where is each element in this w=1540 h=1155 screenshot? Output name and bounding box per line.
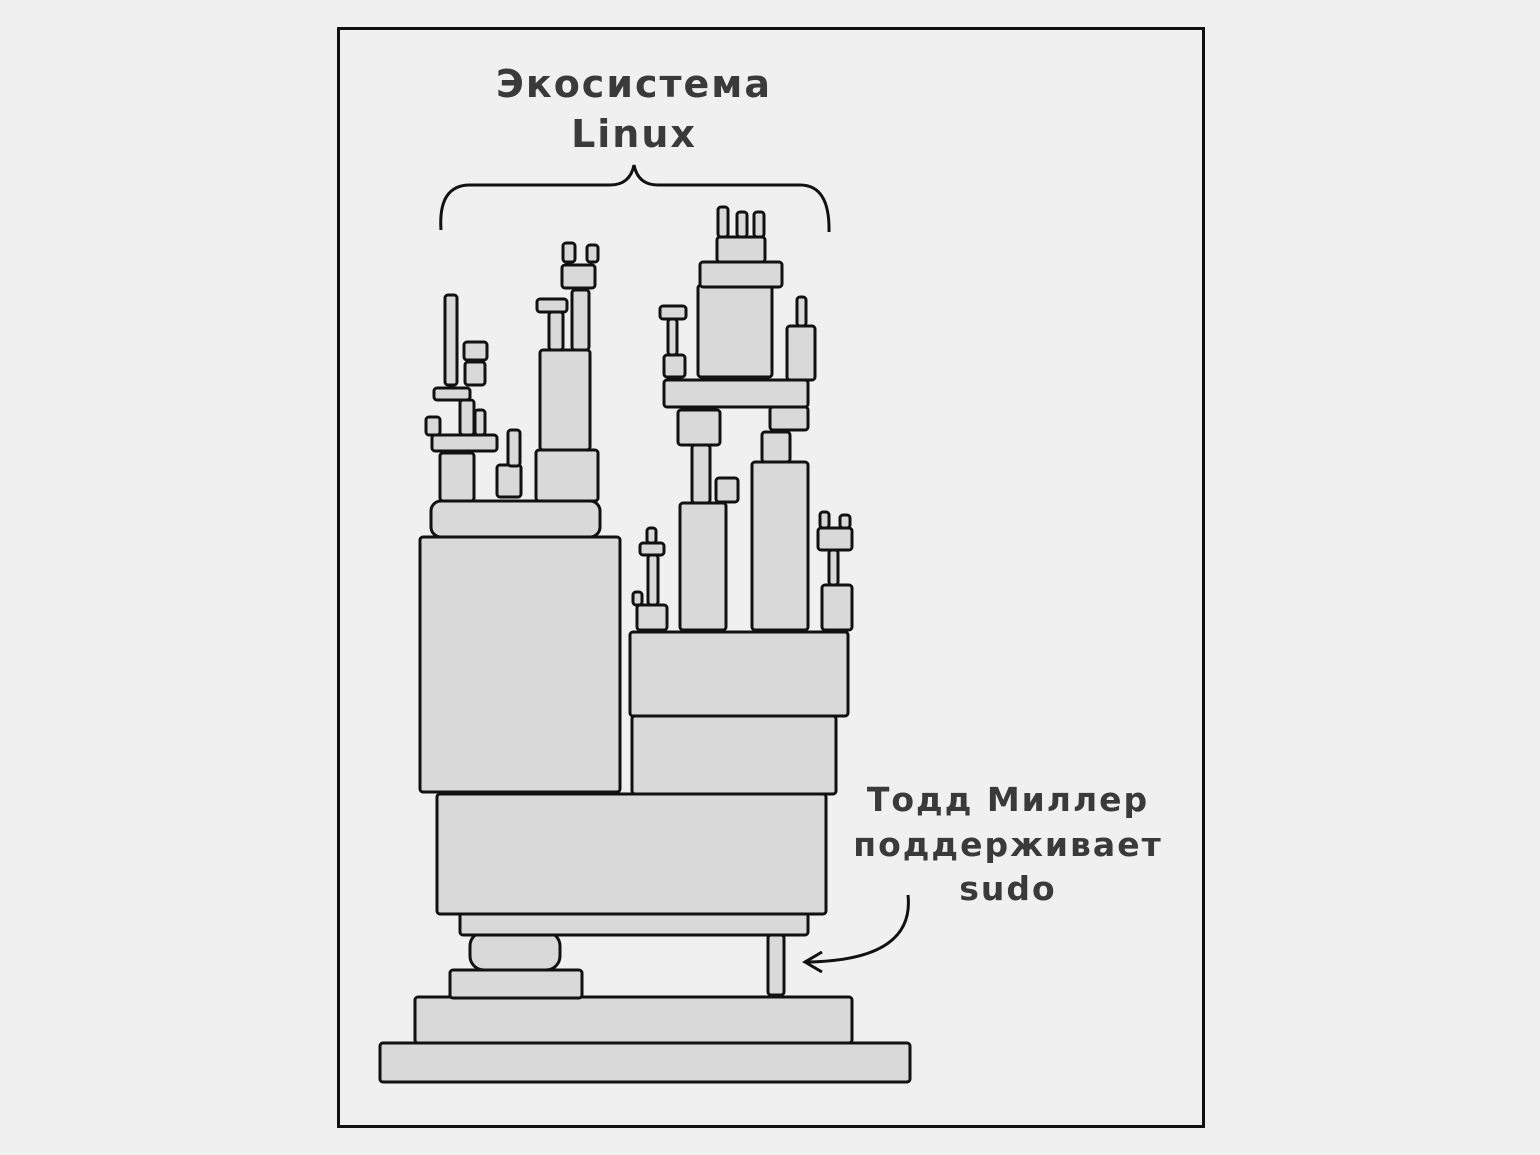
dependency-block xyxy=(448,968,584,1000)
dependency-block xyxy=(458,398,476,437)
dependency-block xyxy=(735,210,749,239)
dependency-block xyxy=(635,603,669,632)
dependency-block xyxy=(435,792,828,916)
dependency-block xyxy=(678,501,728,632)
dependency-block xyxy=(760,430,792,464)
dependency-block xyxy=(818,510,831,530)
dependency-block xyxy=(560,263,597,290)
dependency-block xyxy=(646,553,660,607)
dependency-block xyxy=(752,210,766,239)
dependency-block xyxy=(413,995,854,1045)
annotation-line-1: Тодд Миллер xyxy=(866,780,1150,819)
dependency-block xyxy=(561,241,577,264)
dependency-block xyxy=(535,297,569,314)
dependency-block xyxy=(785,324,817,382)
dependency-block xyxy=(473,408,487,437)
dependency-block xyxy=(424,415,442,437)
dependency-block xyxy=(631,590,644,607)
arrowhead xyxy=(802,950,823,974)
dependency-block xyxy=(429,499,602,539)
dependency-block xyxy=(666,317,679,357)
dependency-block xyxy=(698,260,784,289)
dependency-block xyxy=(696,283,774,379)
annotation-line-3: sudo xyxy=(959,869,1057,908)
dependency-block xyxy=(547,310,565,352)
dependency-block xyxy=(820,583,854,632)
sudo-block xyxy=(766,933,786,997)
dependency-block xyxy=(463,360,487,387)
title-ecosystem: Экосистема xyxy=(496,62,772,106)
dependency-block xyxy=(495,463,523,499)
dependency-block xyxy=(662,353,687,379)
dependency-block xyxy=(432,386,472,402)
dependency-block xyxy=(570,288,591,352)
dependency-block xyxy=(418,535,622,794)
dependency-block xyxy=(750,460,810,632)
dependency-block xyxy=(658,304,688,321)
dependency-block xyxy=(690,443,712,505)
dependency-block xyxy=(628,630,850,718)
dependency-block xyxy=(716,205,730,239)
dependency-block xyxy=(462,340,489,362)
dependency-block xyxy=(468,930,562,972)
arrow xyxy=(807,894,910,964)
dependency-block xyxy=(838,513,852,530)
dependency-block xyxy=(816,526,854,552)
dependency-block xyxy=(630,714,838,796)
brace xyxy=(439,164,831,233)
dependency-block xyxy=(768,405,810,432)
dependency-block xyxy=(662,378,810,409)
dependency-block xyxy=(438,451,476,503)
dependency-block xyxy=(538,348,592,452)
dependency-block xyxy=(534,448,600,503)
dependency-block xyxy=(676,408,722,447)
dependency-block xyxy=(795,295,808,328)
dependency-block xyxy=(715,235,767,264)
dependency-block xyxy=(638,541,666,557)
annotation-line-2: поддерживает xyxy=(853,825,1163,864)
dependency-block xyxy=(506,428,522,468)
dependency-block xyxy=(714,476,740,504)
dependency-block xyxy=(827,548,840,587)
dependency-block xyxy=(378,1041,912,1084)
dependency-block xyxy=(443,293,459,387)
dependency-block xyxy=(430,433,499,453)
title-linux: Linux xyxy=(571,112,697,156)
dependency-block xyxy=(585,243,600,264)
dependency-block xyxy=(645,526,658,545)
comic-frame xyxy=(337,27,1205,1128)
